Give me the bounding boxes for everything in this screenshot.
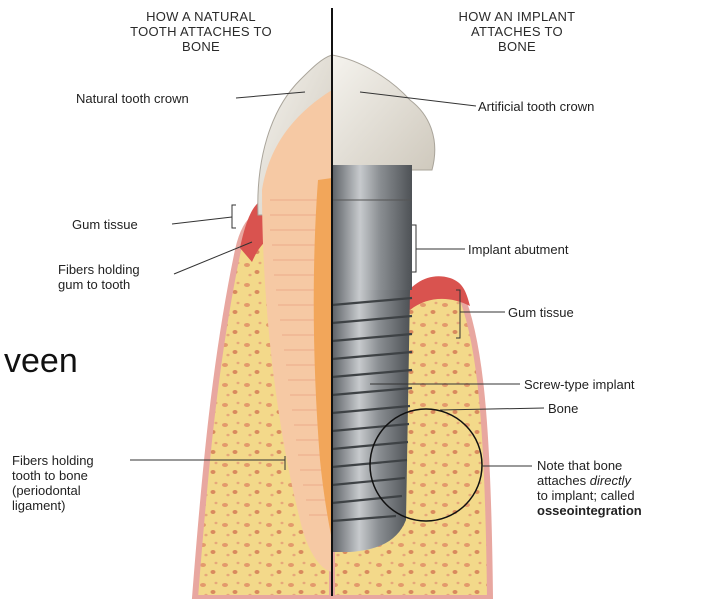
abutment-shape [332,165,412,290]
heading-implant-line: HOW AN IMPLANT [402,9,632,24]
label-osseointegration-note: Note that bone attaches directly to impl… [537,458,642,518]
label-fibers-gum-line: Fibers holding [58,262,140,277]
screw-shape [332,290,410,552]
label-artificial-crown: Artificial tooth crown [478,99,594,114]
label-fibers-bone: Fibers holding tooth to bone (periodonta… [12,453,94,513]
label-gum-right: Gum tissue [508,305,574,320]
note-line-2-pre: attaches [537,473,590,488]
heading-implant-line: BONE [402,39,632,54]
bracket-gum-left [232,205,236,228]
note-term: osseointegration [537,503,642,518]
heading-natural-line: HOW A NATURAL [86,9,316,24]
label-natural-crown: Natural tooth crown [76,91,189,106]
bracket-abutment [412,225,416,272]
label-fibers-gum: Fibers holding gum to tooth [58,262,140,292]
heading-natural-line: BONE [86,39,316,54]
overlay-text-fragment: veen [4,344,78,378]
heading-natural-line: TOOTH ATTACHES TO [86,24,316,39]
heading-natural: HOW A NATURAL TOOTH ATTACHES TO BONE [86,9,316,54]
heading-implant: HOW AN IMPLANT ATTACHES TO BONE [402,9,632,54]
label-fibers-bone-line: (periodontal [12,483,94,498]
label-bone: Bone [548,401,578,416]
label-fibers-bone-line: tooth to bone [12,468,94,483]
note-emphasis: directly [590,473,631,488]
natural-tooth-side [195,55,332,598]
label-fibers-bone-line: Fibers holding [12,453,94,468]
heading-implant-line: ATTACHES TO [402,24,632,39]
implant-side [332,55,490,598]
label-abutment: Implant abutment [468,242,568,257]
note-line-3: to implant; called [537,488,642,503]
label-fibers-bone-line: ligament) [12,498,94,513]
label-screw: Screw-type implant [524,377,635,392]
label-gum-left: Gum tissue [72,217,138,232]
note-line-1: Note that bone [537,458,642,473]
artificial-crown-shape [332,55,435,170]
label-fibers-gum-line: gum to tooth [58,277,140,292]
note-line-2: attaches directly [537,473,642,488]
